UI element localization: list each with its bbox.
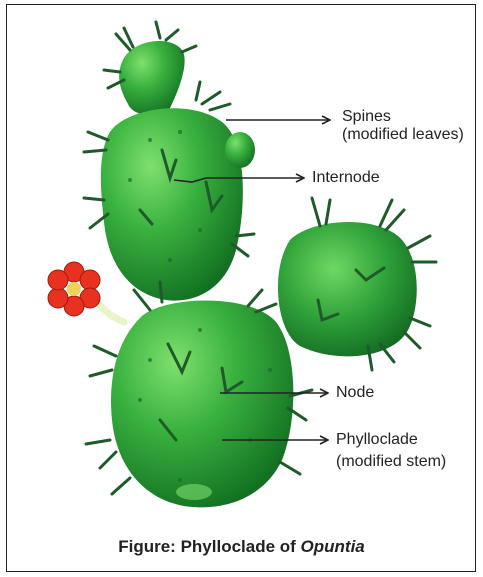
internode-label-text: Internode xyxy=(312,169,380,187)
figure-caption: Figure: Phylloclade of Opuntia xyxy=(0,537,483,557)
node-label-text: Node xyxy=(336,384,374,402)
lower-pad xyxy=(86,282,312,507)
spines-label: Spines (modified leaves) xyxy=(342,108,464,144)
phylloclade-label-line1: Phylloclade xyxy=(336,431,446,449)
caption-genus: Opuntia xyxy=(301,537,365,556)
phylloclade-label-line2: (modified stem) xyxy=(336,453,446,471)
upper-pad xyxy=(84,82,255,301)
phylloclade-label: Phylloclade (modified stem) xyxy=(336,431,446,471)
opuntia-flower xyxy=(48,262,124,322)
caption-prefix: Figure: Phylloclade of xyxy=(118,537,300,556)
spines-label-line2: (modified leaves) xyxy=(342,126,464,144)
spines-label-line1: Spines xyxy=(342,108,464,126)
top-bud-pad xyxy=(104,22,196,115)
right-pad xyxy=(278,198,436,370)
node-label: Node xyxy=(336,384,374,402)
internode-label: Internode xyxy=(312,169,380,187)
